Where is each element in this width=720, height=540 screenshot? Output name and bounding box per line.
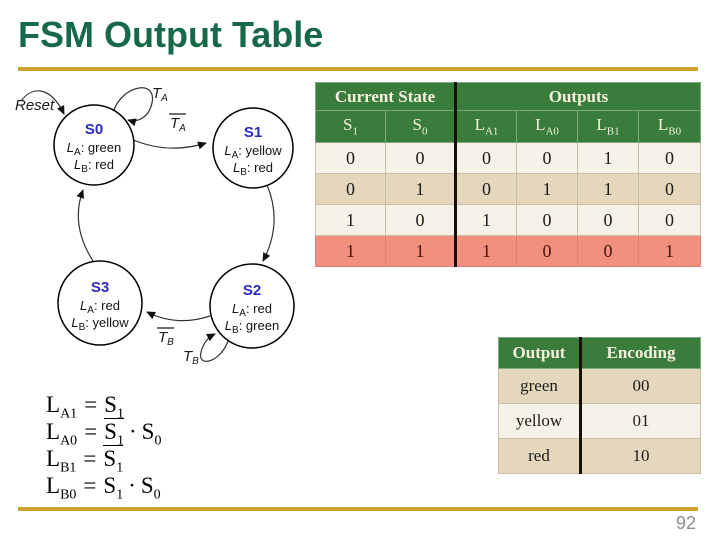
table-group-header-row: Current State Outputs <box>315 82 701 111</box>
table-cell: green <box>498 368 581 404</box>
state-s3-la: LA: red <box>80 298 120 316</box>
table-cell: 01 <box>579 403 701 439</box>
title-underline <box>18 67 698 71</box>
col-la1: LA1 <box>454 110 517 143</box>
table-cell: 0 <box>315 173 386 205</box>
encoding-row: green 00 <box>498 368 701 404</box>
table-cell: 1 <box>577 142 639 174</box>
table-cell: 1 <box>638 235 701 267</box>
table-cell: 0 <box>315 142 386 174</box>
state-s2: S2 LA: red LB: green <box>209 263 295 349</box>
state-s1-circle <box>212 107 294 189</box>
state-s1-la: LA: yellow <box>224 143 282 161</box>
equation-la0: LA0=S1·S0 <box>46 418 162 449</box>
equation-la1: LA1=S1 <box>46 392 124 422</box>
ta-not-label: TA <box>170 115 186 134</box>
table-cell: 1 <box>577 173 639 205</box>
table-cell: 1 <box>454 235 517 267</box>
page-number: 92 <box>675 513 696 533</box>
table-cell: 0 <box>577 235 639 267</box>
output-col-header: Output <box>498 337 581 369</box>
table-cell: 0 <box>454 142 517 174</box>
page-title: FSM Output Table <box>18 14 324 55</box>
footer-rule <box>18 507 698 511</box>
table-cell: 0 <box>385 142 456 174</box>
table-cell: 0 <box>385 204 456 236</box>
s3-to-s0-arrow <box>76 189 94 262</box>
state-s3-circle <box>57 260 143 346</box>
col-lb1: LB1 <box>577 110 639 143</box>
table-cell: 1 <box>516 173 578 205</box>
outputs-header: Outputs <box>454 82 701 111</box>
fsm-output-table: Current State Outputs S1 S0 LA1 LA0 LB1 … <box>315 82 701 267</box>
encoding-row: red 10 <box>498 438 701 474</box>
ta-self-loop-arrow <box>113 87 153 127</box>
table-row: 0 0 0 0 1 0 <box>315 142 701 174</box>
state-s2-lb: LB: green <box>225 318 279 336</box>
state-s3-lb: LB: yellow <box>71 315 129 333</box>
current-state-header: Current State <box>315 82 456 111</box>
table-cell: 1 <box>315 204 386 236</box>
tb-loop-label: TB <box>183 348 199 367</box>
output-equations: LA1=S1 LA0=S1·S0 LB1=S1 LB0=S1·S0 <box>46 391 162 503</box>
table-cell: 0 <box>638 204 701 236</box>
table-cell: yellow <box>498 403 581 439</box>
table-cell: 0 <box>516 204 578 236</box>
state-s1-lb: LB: red <box>233 160 273 178</box>
table-cell: 0 <box>577 204 639 236</box>
s0-to-s1-arrow <box>130 138 207 150</box>
table-cell: 0 <box>516 235 578 267</box>
state-s0-la: LA: green <box>67 140 121 158</box>
col-la0: LA0 <box>516 110 578 143</box>
table-cell: 1 <box>385 173 456 205</box>
encoding-row: yellow 01 <box>498 403 701 439</box>
table-row: 0 1 0 1 1 0 <box>315 173 701 205</box>
table-cell: 0 <box>516 142 578 174</box>
state-s0-name: S0 <box>85 121 103 138</box>
state-s2-name: S2 <box>243 282 261 299</box>
state-s3-name: S3 <box>91 279 109 296</box>
table-row: 1 0 1 0 0 0 <box>315 204 701 236</box>
ta-loop-label: TA <box>152 85 168 104</box>
state-s1: S1 LA: yellow LB: red <box>212 107 294 189</box>
table-cell: 0 <box>454 173 517 205</box>
tb-not-label: TB <box>158 329 174 348</box>
table-row-highlighted: 1 1 1 0 0 1 <box>315 235 701 267</box>
col-s0: S0 <box>385 110 456 143</box>
state-s3: S3 LA: red LB: yellow <box>57 260 143 346</box>
state-s2-circle <box>209 263 295 349</box>
table-cell: 1 <box>315 235 386 267</box>
state-s2-la: LA: red <box>232 301 272 319</box>
s1-to-s2-arrow <box>262 184 275 262</box>
fsm-state-diagram: Reset TA TA TB TB S0 LA: green LB: red S… <box>15 85 295 367</box>
table-column-header-row: S1 S0 LA1 LA0 LB1 LB0 <box>315 110 701 143</box>
table-cell: 1 <box>385 235 456 267</box>
equation-lb1: LB1=S1 <box>46 445 124 476</box>
output-encoding-table: Output Encoding green 00 yellow 01 red 1… <box>498 337 701 474</box>
state-s0: S0 LA: green LB: red <box>53 104 135 186</box>
table-cell: 00 <box>579 368 701 404</box>
s2-to-s3-arrow <box>146 311 211 322</box>
state-s1-name: S1 <box>244 124 262 141</box>
reset-arrow <box>20 90 65 115</box>
state-s0-circle <box>53 104 135 186</box>
col-lb0: LB0 <box>638 110 701 143</box>
equation-lb0: LB0=S1·S0 <box>46 473 161 503</box>
table-cell: red <box>498 438 581 474</box>
table-cell: 0 <box>638 142 701 174</box>
encoding-col-header: Encoding <box>579 337 701 369</box>
table-cell: 10 <box>579 438 701 474</box>
table-cell: 1 <box>454 204 517 236</box>
state-s0-lb: LB: red <box>74 157 114 175</box>
encoding-header-row: Output Encoding <box>498 337 701 369</box>
col-s1: S1 <box>315 110 386 143</box>
reset-label: Reset <box>15 97 55 114</box>
tb-self-loop-arrow <box>200 333 229 362</box>
table-cell: 0 <box>638 173 701 205</box>
